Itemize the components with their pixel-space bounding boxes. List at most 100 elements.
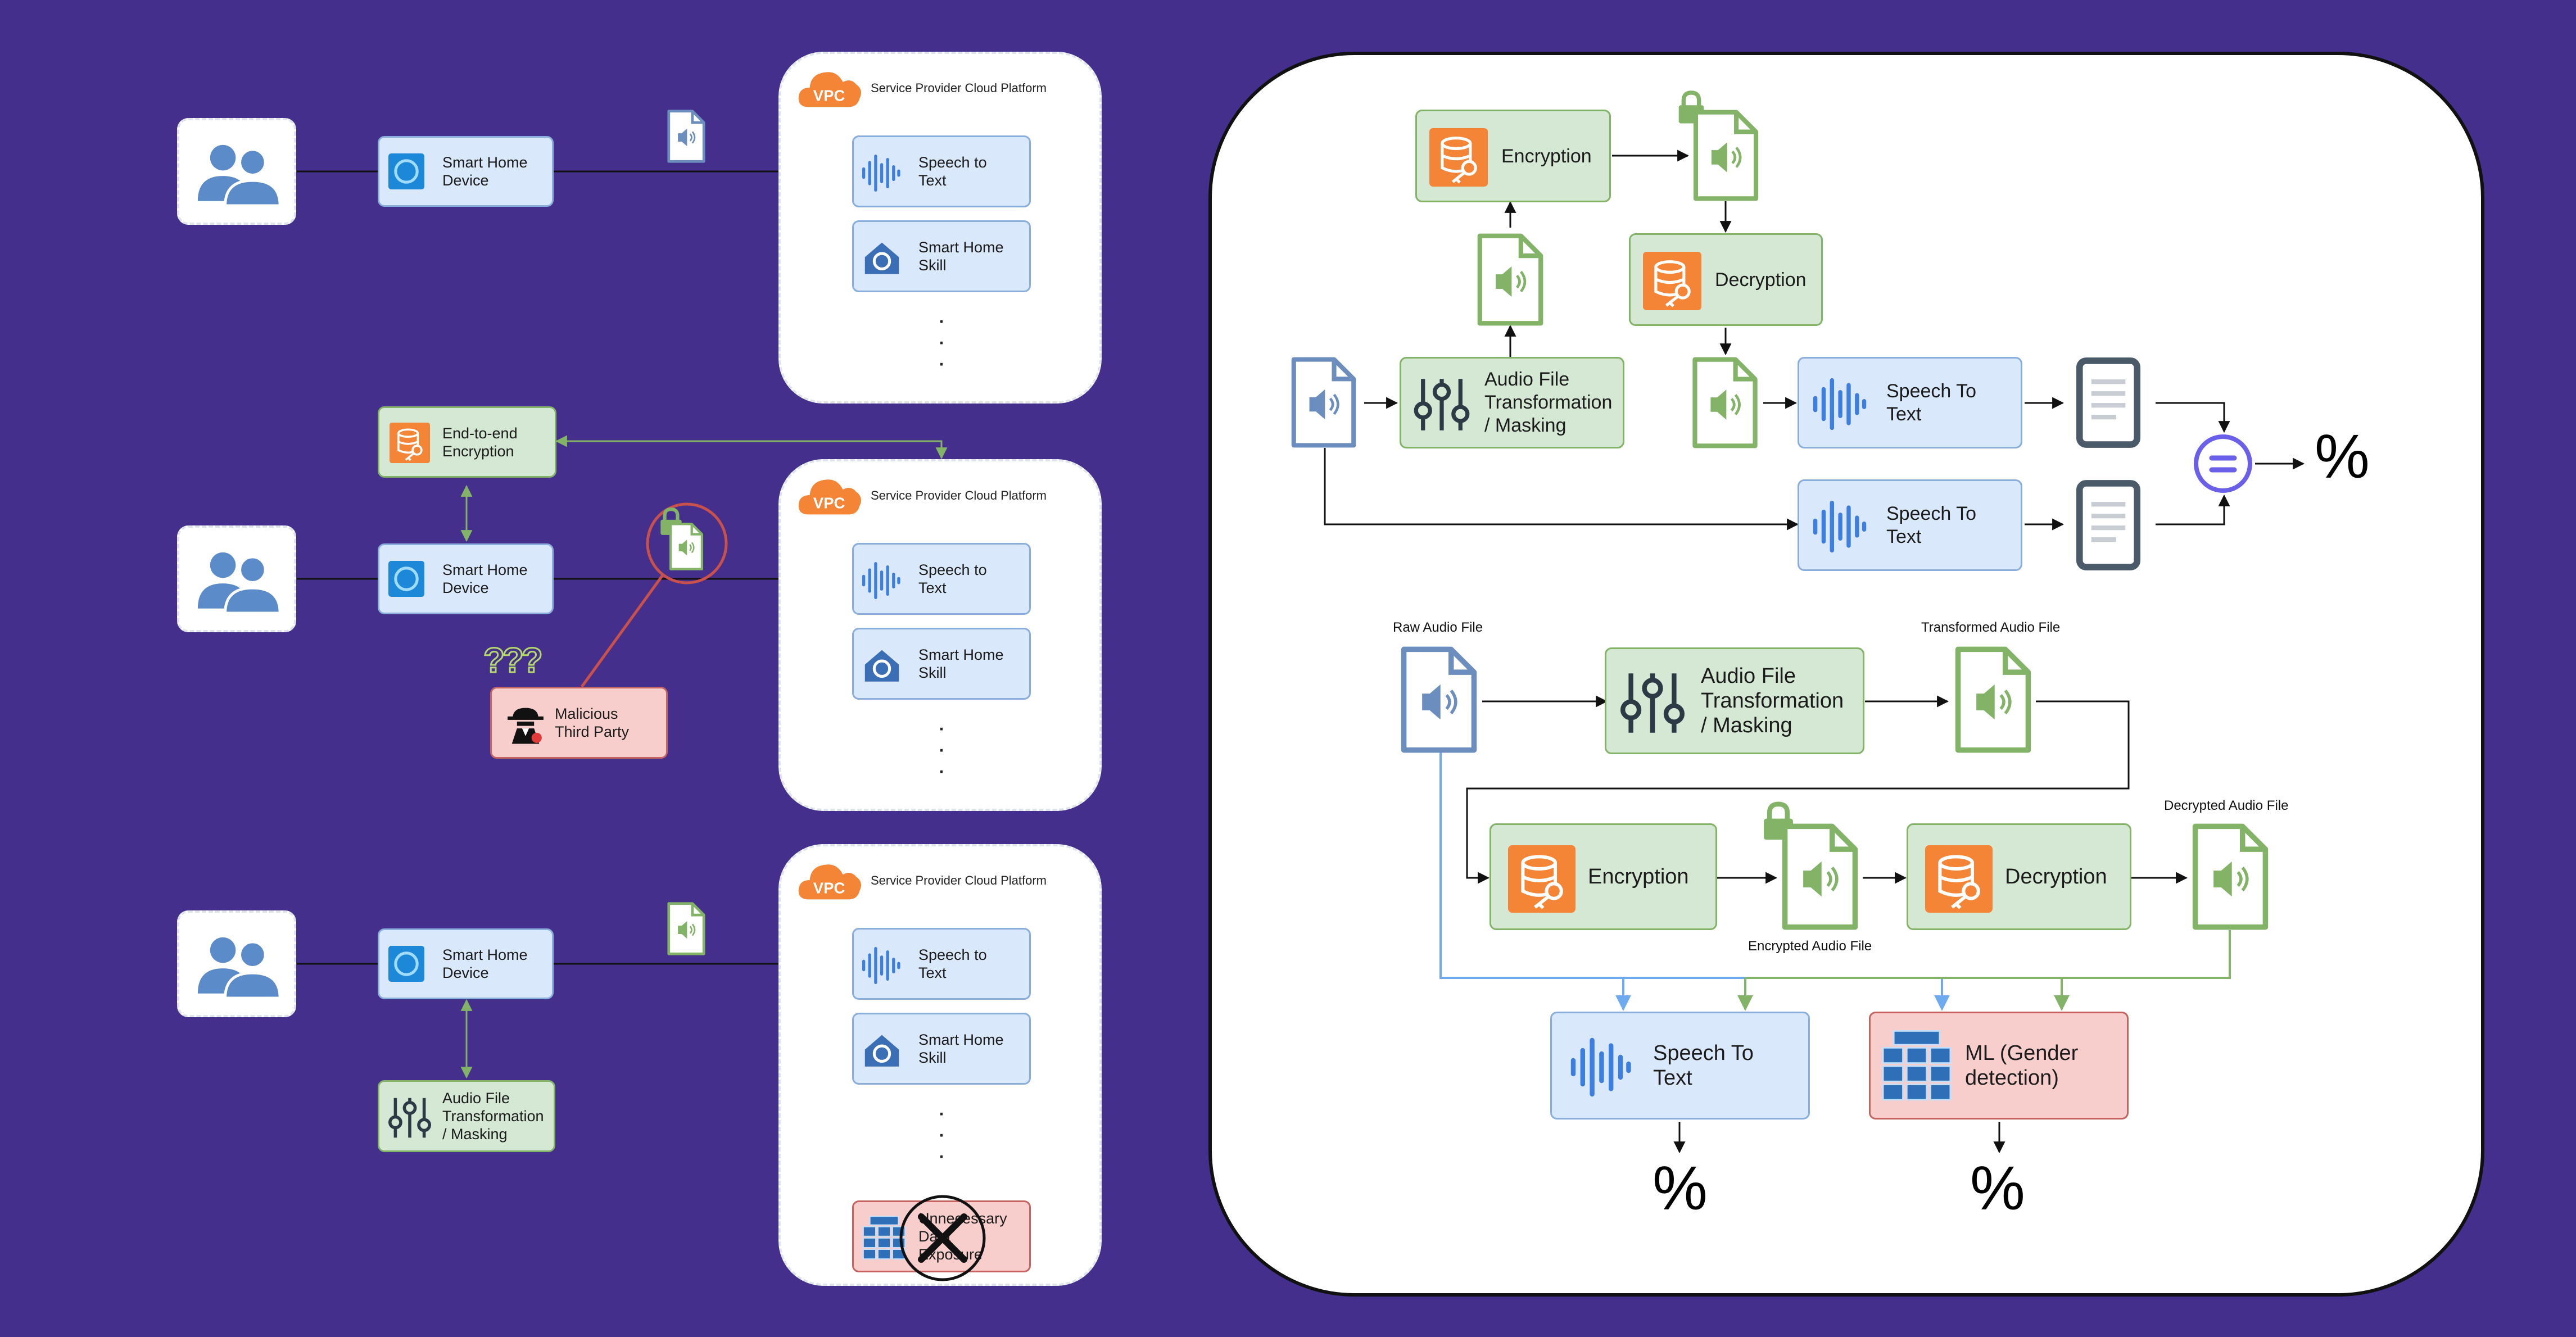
stt-label: Speech To Text [1886,502,1977,547]
smart-home-device-1[interactable]: Smart Home Device [378,136,554,207]
encryption-bottom[interactable]: Encryption [1490,823,1717,930]
speech-to-text-bottom[interactable]: Speech To Text [1550,1012,1810,1120]
user-tile-1 [177,118,296,225]
home-skill-icon [862,1030,902,1071]
cross-icon [899,1195,986,1281]
ml-cubes-icon [1878,1028,1955,1104]
more-services-dots: · · · [937,714,946,784]
skill-label: Smart Home Skill [918,646,1004,681]
aws-database-key-icon [1508,845,1576,913]
encryption-label: Encryption [1588,865,1689,889]
compare-equals-icon [2194,434,2252,493]
cloud-platform-3: Service Provider Cloud Platform Speech t… [778,844,1102,1286]
stt-label: Speech To Text [1886,380,1977,425]
raw-audio-file-icon [1287,357,1360,448]
speech-waveform-icon [859,559,902,602]
locked-audio-file-icon [1691,110,1761,201]
speech-to-text-3[interactable]: Speech to Text [852,928,1031,1000]
alexa-ring-icon [388,946,424,982]
smart-home-device-2[interactable]: Smart Home Device [378,543,554,614]
speech-to-text-1[interactable]: Speech to Text [852,135,1031,207]
smart-home-skill-2[interactable]: Smart Home Skill [852,628,1031,700]
audio-file-icon [1950,646,2036,753]
sliders-icon [387,1095,432,1140]
question-marks-icon: ??? [483,641,544,681]
percent-icon: % [1653,1154,1708,1223]
audio-file-icon [666,110,707,163]
audio-file-icon [2188,823,2273,930]
cloud-title: Service Provider Cloud Platform [871,488,1047,502]
ml-label: ML (Gender detection) [1965,1041,2079,1090]
sliders-icon [1619,669,1686,737]
encryption-label: Encryption [1501,145,1592,167]
raw-audio-caption: Raw Audio File [1393,620,1483,635]
stt-label: Speech to Text [918,561,987,596]
document-icon [2068,357,2148,448]
audio-transformation-3[interactable]: Audio File Transformation / Masking [378,1080,555,1152]
locked-audio-file-icon [1777,823,1863,930]
user-tile-3 [177,910,296,1017]
decryption-label: Decryption [1715,269,1807,291]
speech-to-text-top-1[interactable]: Speech To Text [1798,357,2022,448]
percent-icon: % [2315,422,2370,491]
smart-home-skill-1[interactable]: Smart Home Skill [852,220,1031,292]
aws-database-key-icon [1429,128,1488,187]
aws-database-key-icon [1925,845,1993,913]
cloud-title: Service Provider Cloud Platform [871,873,1047,887]
end-to-end-encryption[interactable]: End-to-end Encryption [378,406,556,478]
audio-file-icon [1689,357,1761,448]
transform-label: Audio File Transformation / Masking [1484,369,1613,436]
speech-to-text-top-2[interactable]: Speech To Text [1798,479,2022,571]
speech-waveform-icon [1809,497,1869,556]
users-icon [191,137,287,210]
raw-audio-file-icon [1395,646,1483,753]
aws-database-key-icon [390,423,430,463]
users-icon [191,930,287,1003]
speech-waveform-icon [1809,374,1869,434]
speech-waveform-icon [1567,1034,1634,1101]
encryption-top[interactable]: Encryption [1415,110,1611,202]
users-icon [191,545,287,618]
decrypted-audio-caption: Decrypted Audio File [2164,798,2289,813]
decryption-top[interactable]: Decryption [1629,233,1823,326]
malicious-third-party: Malicious Third Party [490,687,668,759]
audio-transformation-bottom[interactable]: Audio File Transformation / Masking [1605,647,1864,754]
user-tile-2 [177,525,296,632]
sliders-icon [1413,375,1471,434]
decryption-label: Decryption [2005,865,2107,889]
device-label: Smart Home Device [442,561,528,596]
stt-label: Speech To Text [1653,1041,1754,1090]
smart-home-skill-3[interactable]: Smart Home Skill [852,1013,1031,1085]
skill-label: Smart Home Skill [918,1031,1004,1066]
cloud-title: Service Provider Cloud Platform [871,81,1047,95]
device-label: Smart Home Device [442,946,528,981]
more-services-dots: · · · [937,306,946,377]
audio-file-icon [666,902,707,955]
skill-label: Smart Home Skill [918,239,1004,274]
ml-gender-detection[interactable]: ML (Gender detection) [1869,1012,2129,1120]
transform-label: Audio File Transformation / Masking [1701,664,1844,737]
stt-label: Speech to Text [918,154,987,189]
speech-waveform-icon [859,944,902,987]
audio-transformation-top[interactable]: Audio File Transformation / Masking [1400,357,1624,448]
document-icon [2068,479,2148,571]
decryption-bottom[interactable]: Decryption [1907,823,2131,930]
vpc-cloud-icon [798,65,864,110]
transform-label: Audio File Transformation / Masking [442,1090,544,1143]
aws-database-key-icon [1643,252,1701,310]
unnecessary-data-exposure: Unnecessary Data Exposure [852,1195,1031,1281]
smart-home-device-3[interactable]: Smart Home Device [378,928,554,999]
spy-icon [504,702,547,745]
encryption-label: End-to-end Encryption [442,424,518,460]
home-skill-icon [862,645,902,686]
home-skill-icon [862,238,902,278]
speech-waveform-icon [859,152,902,194]
cloud-platform-1: Service Provider Cloud Platform Speech t… [778,52,1102,404]
alexa-ring-icon [388,561,424,597]
audio-file-icon [1477,233,1543,326]
encrypted-audio-caption: Encrypted Audio File [1748,939,1872,954]
stt-label: Speech to Text [918,946,987,981]
vpc-cloud-icon [798,473,864,518]
speech-to-text-2[interactable]: Speech to Text [852,543,1031,615]
